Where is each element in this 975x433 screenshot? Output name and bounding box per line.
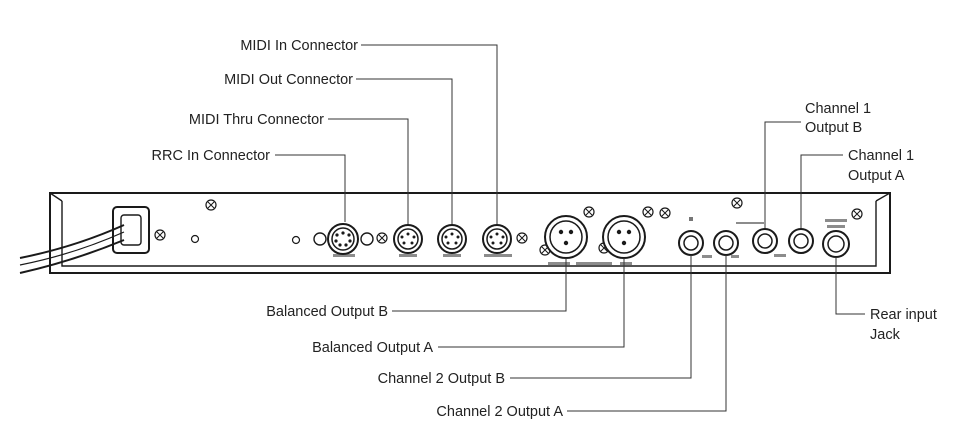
- screw: [851, 208, 863, 220]
- balanced-output-b-connector: [544, 215, 588, 265]
- screw: [376, 232, 388, 244]
- panel-screws: [154, 197, 863, 256]
- rear-panel-chassis: [49, 192, 891, 274]
- channel-1-output-a-jack: [774, 228, 814, 257]
- leader-midi-out: [356, 78, 453, 224]
- screw: [154, 229, 166, 241]
- channel-2-output-b-jack: [678, 217, 712, 258]
- label-rear-input-line2: Jack: [870, 327, 901, 343]
- screw: [583, 206, 595, 218]
- label-ch1-out-a-line1: Channel 1: [848, 148, 914, 164]
- leader-rear-input: [835, 257, 865, 315]
- leader-ch1-out-b: [764, 121, 801, 228]
- leader-ch1-out-a: [800, 154, 843, 228]
- leader-ch2-out-b: [510, 255, 692, 379]
- midi-thru-connector: [393, 224, 423, 257]
- label-midi-in: MIDI In Connector: [240, 38, 358, 54]
- rear-input-jack: [822, 219, 850, 258]
- label-ch1-out-b-line1: Channel 1: [805, 101, 871, 117]
- power-cord: [19, 206, 150, 274]
- label-ch1-out-a-line2: Output A: [848, 168, 905, 184]
- leader-balanced-out-a: [438, 258, 625, 348]
- screw: [731, 197, 743, 209]
- leader-ch2-out-a: [567, 255, 727, 412]
- midi-in-connector: [482, 224, 512, 257]
- label-ch2-out-a: Channel 2 Output A: [436, 404, 563, 420]
- label-rear-input-line1: Rear input: [870, 307, 937, 323]
- leader-midi-in: [361, 44, 498, 224]
- panel-rings: [190, 234, 301, 245]
- callout-labels: MIDI In Connector MIDI Out Connector MID…: [152, 38, 937, 420]
- screw: [659, 207, 671, 219]
- balanced-output-a-connector: [576, 215, 646, 265]
- label-balanced-out-b: Balanced Output B: [266, 304, 388, 320]
- rrc-in-connector: [313, 223, 374, 257]
- midi-out-connector: [437, 224, 467, 257]
- screw: [642, 206, 654, 218]
- leader-midi-thru: [328, 118, 409, 224]
- label-ch1-out-b-line2: Output B: [805, 120, 862, 136]
- screw: [516, 232, 528, 244]
- label-midi-out: MIDI Out Connector: [224, 72, 353, 88]
- label-rrc-in: RRC In Connector: [152, 148, 271, 164]
- label-balanced-out-a: Balanced Output A: [312, 340, 433, 356]
- label-midi-thru: MIDI Thru Connector: [189, 112, 324, 128]
- leader-rrc-in: [275, 154, 346, 222]
- leader-lines: [275, 44, 865, 412]
- screw: [205, 199, 217, 211]
- channel-1-output-b-jack: [752, 228, 778, 254]
- label-ch2-out-b: Channel 2 Output B: [378, 371, 505, 387]
- leader-balanced-out-b: [392, 258, 567, 312]
